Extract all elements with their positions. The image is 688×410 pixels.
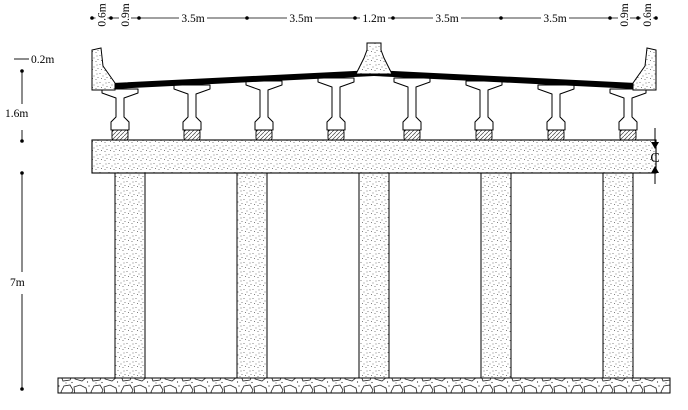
dim-label-0.9m-left: 0.9m [120,3,132,26]
bearing-pedestal [475,129,493,141]
ground-foundation [57,377,671,394]
bearing-pedestal [547,129,565,141]
bearing-pedestal [111,129,129,141]
dim-label-slab-thickness: 0.2m [31,54,54,66]
left-barrier [91,47,116,91]
dim-label-girder-depth: 1.6m [5,108,28,120]
section-arrow-up [651,166,659,173]
pier-column [602,172,634,379]
dim-label-3.5m-2: 3.5m [289,13,312,25]
dim-label-3.5m-3: 3.5m [435,13,458,25]
i-girder [609,88,647,131]
i-girder [173,84,211,131]
i-girder [317,77,355,131]
bearing-pedestal [255,129,273,141]
i-girder [393,77,431,131]
dim-label-3.5m-4: 3.5m [543,13,566,25]
bearing-pedestal [327,129,345,141]
dim-label-3.5m-1: 3.5m [181,13,204,25]
pier-columns [114,172,634,379]
pier-column [358,172,390,379]
pier-column [114,172,146,379]
right-barrier [632,47,657,91]
i-girder [101,88,139,131]
bearing-pedestal [619,129,637,141]
i-girder [465,80,503,131]
top-dimension-line: 0.6m 0.9m 3.5m 3.5m 1.2m 3.5m 3.5m 0.9m … [90,1,658,29]
dim-label-0.6m-right: 0.6m [642,3,654,26]
bearing-pedestal [183,129,201,141]
i-girders [101,77,647,131]
dim-label-0.6m-left: 0.6m [97,3,109,26]
median-barrier [355,42,393,75]
left-dimensions: 0.2m 1.6m 7m [5,54,54,391]
section-arrow-down [651,142,659,149]
i-girder [245,80,283,131]
i-girder [537,84,575,131]
section-marker-c: C [650,128,660,184]
pier-column [480,172,512,379]
pier-column [236,172,268,379]
section-label-c: C [650,151,659,166]
pier-cap [91,139,657,174]
dim-label-1.2m: 1.2m [362,13,385,25]
bearing-pedestal [403,129,421,141]
bearing-pedestals [111,129,637,141]
dim-label-pier-height: 7m [10,277,25,289]
dim-label-0.9m-right: 0.9m [619,3,631,26]
